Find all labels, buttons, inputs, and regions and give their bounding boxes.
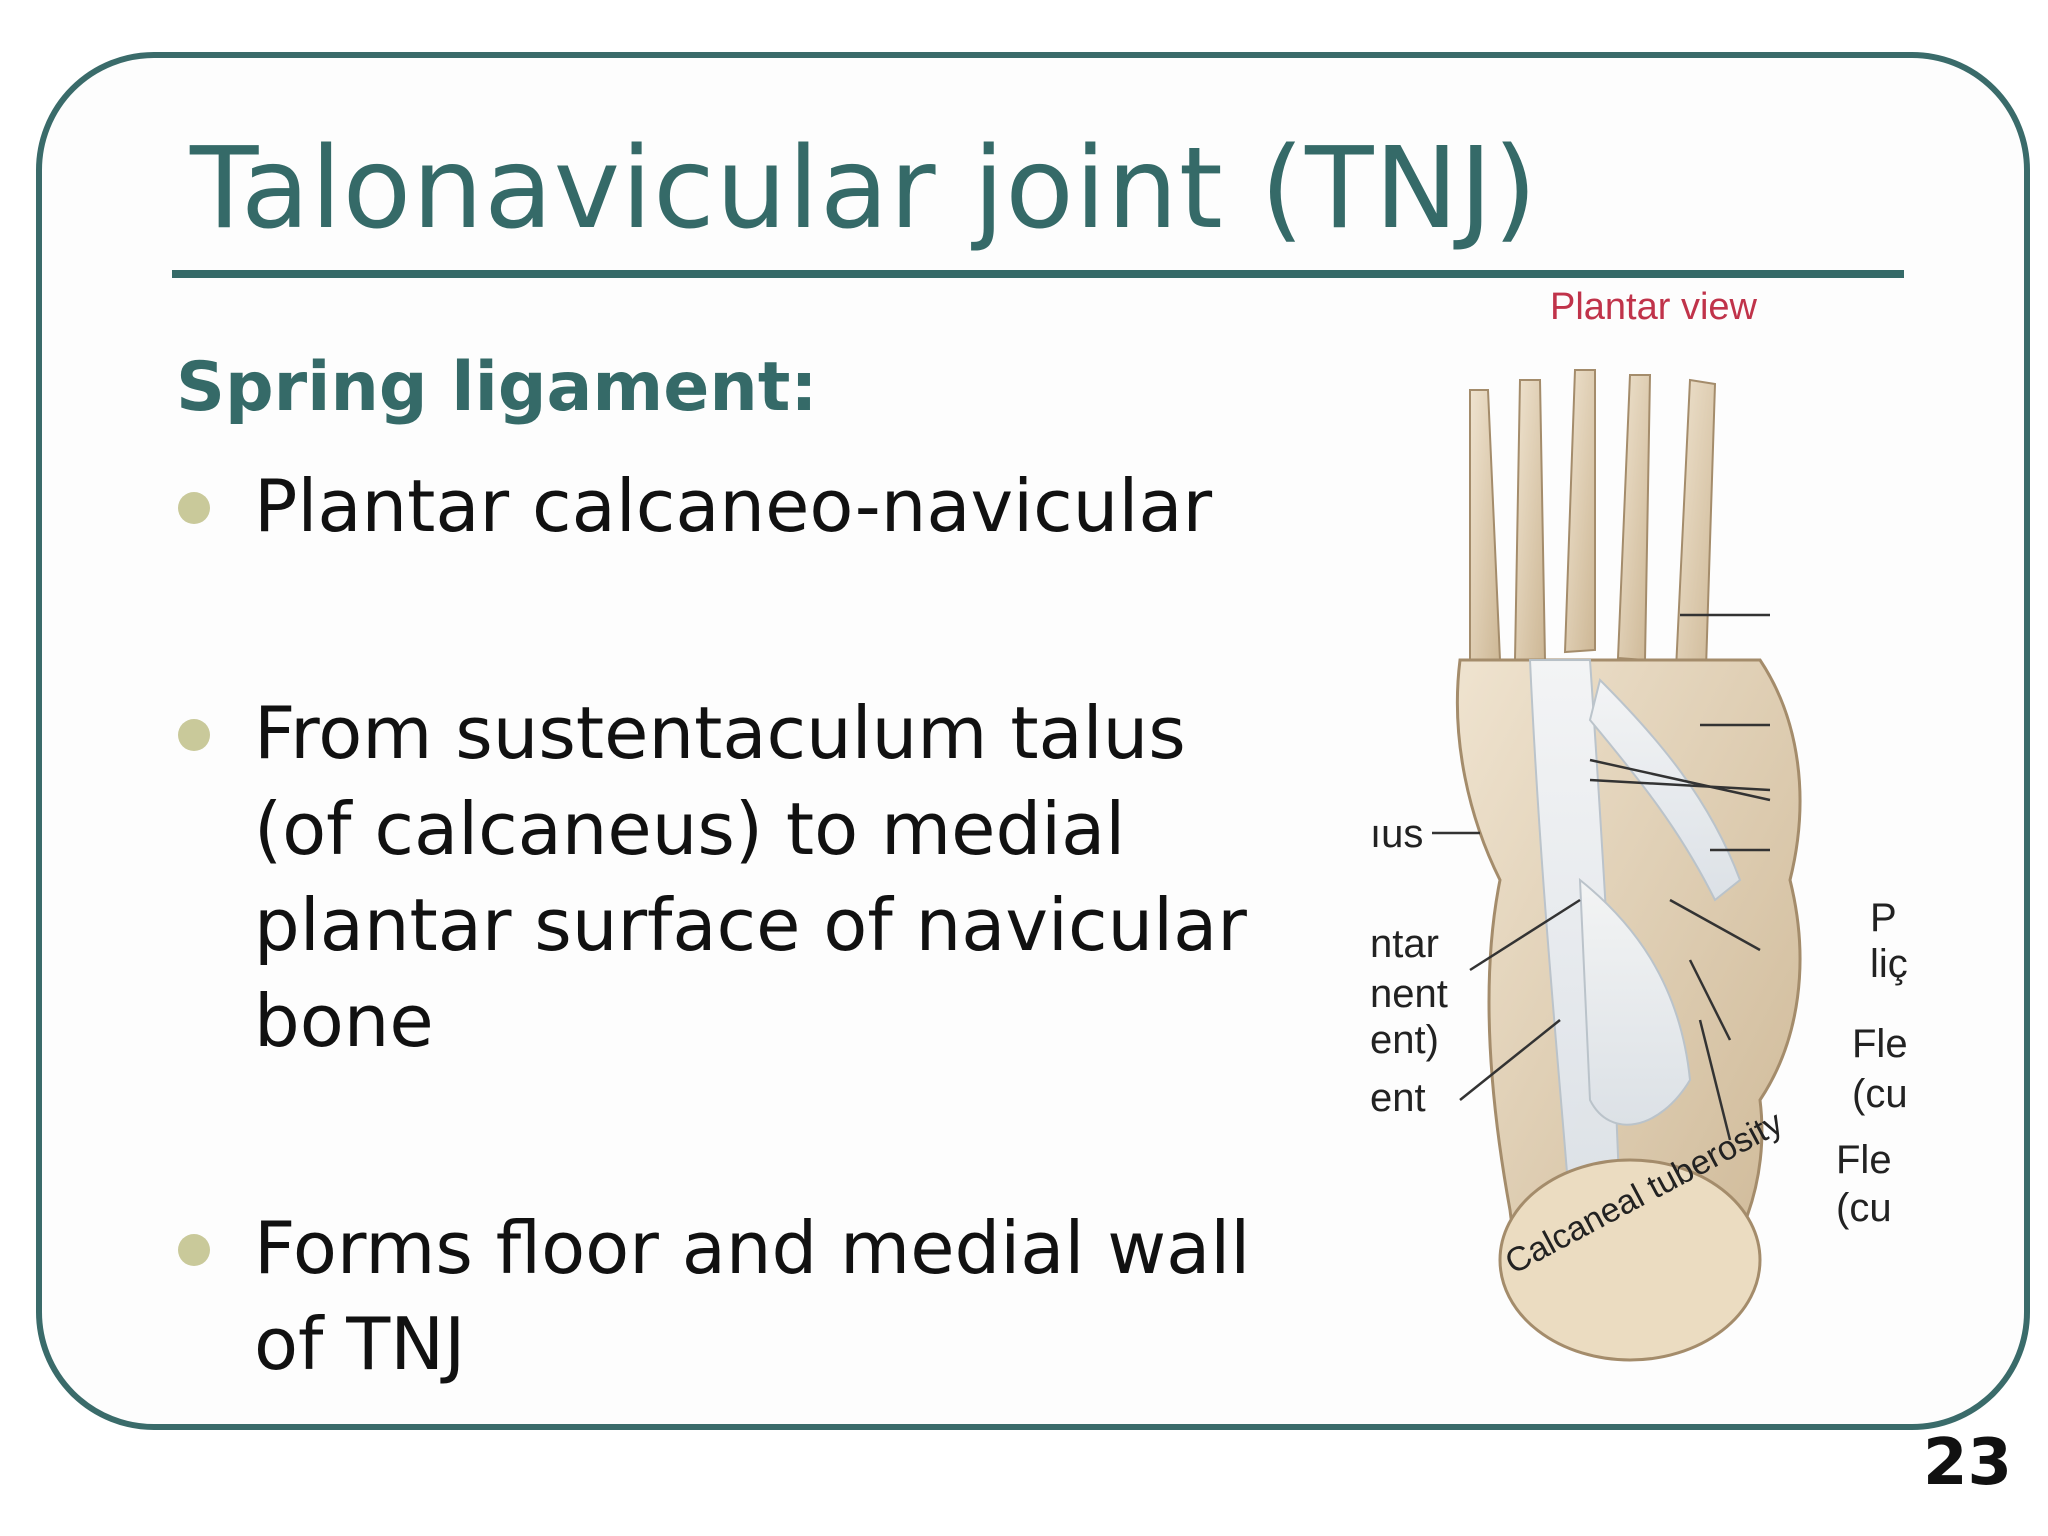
- figure-label-left: ntar: [1370, 922, 1439, 966]
- figure-label-left: ent: [1370, 1076, 1426, 1120]
- page-number: 23: [1922, 1426, 2012, 1500]
- bullet-list: Plantar calcaneo-navicular From sustenta…: [176, 458, 1296, 1392]
- title-underline: [172, 270, 1904, 278]
- bullet-text: From sustentaculum talus (of calcaneus) …: [254, 691, 1247, 1063]
- figure-label-right: Fle: [1852, 1022, 1908, 1066]
- figure-label-right: liç: [1870, 942, 1908, 986]
- bullet-item: Plantar calcaneo-navicular: [176, 458, 1296, 554]
- bullet-item: From sustentaculum talus (of calcaneus) …: [176, 685, 1296, 1069]
- bullet-text: Forms floor and medial wall of TNJ: [254, 1206, 1251, 1386]
- section-heading: Spring ligament:: [176, 348, 818, 427]
- bullet-text: Plantar calcaneo-navicular: [254, 464, 1213, 548]
- figure-label-right: (cu: [1836, 1186, 1892, 1230]
- foot-anatomy-illustration: [1432, 369, 1802, 1362]
- metatarsal-bones: [1469, 369, 1717, 702]
- slide-title: Talonavicular joint (TNJ): [190, 124, 1538, 254]
- bullet-icon: [178, 492, 210, 524]
- plantar-ligaments: [1528, 659, 1742, 1211]
- calcaneal-tuberosity: [1498, 1158, 1762, 1362]
- bullet-icon: [178, 1234, 210, 1266]
- figure-label-right: Fle: [1836, 1138, 1892, 1182]
- figure-label-left: ent): [1370, 1018, 1439, 1062]
- figure-view-label: Plantar view: [1550, 286, 1757, 328]
- leader-lines: [1432, 613, 1771, 1141]
- figure-label-left: nent: [1370, 972, 1448, 1016]
- bullet-item: Forms floor and medial wall of TNJ: [176, 1200, 1296, 1392]
- figure-label-right: P: [1870, 896, 1897, 940]
- figure-label-right: (cu: [1852, 1072, 1908, 1116]
- bullet-icon: [178, 719, 210, 751]
- figure-label-left: ıus: [1370, 812, 1424, 856]
